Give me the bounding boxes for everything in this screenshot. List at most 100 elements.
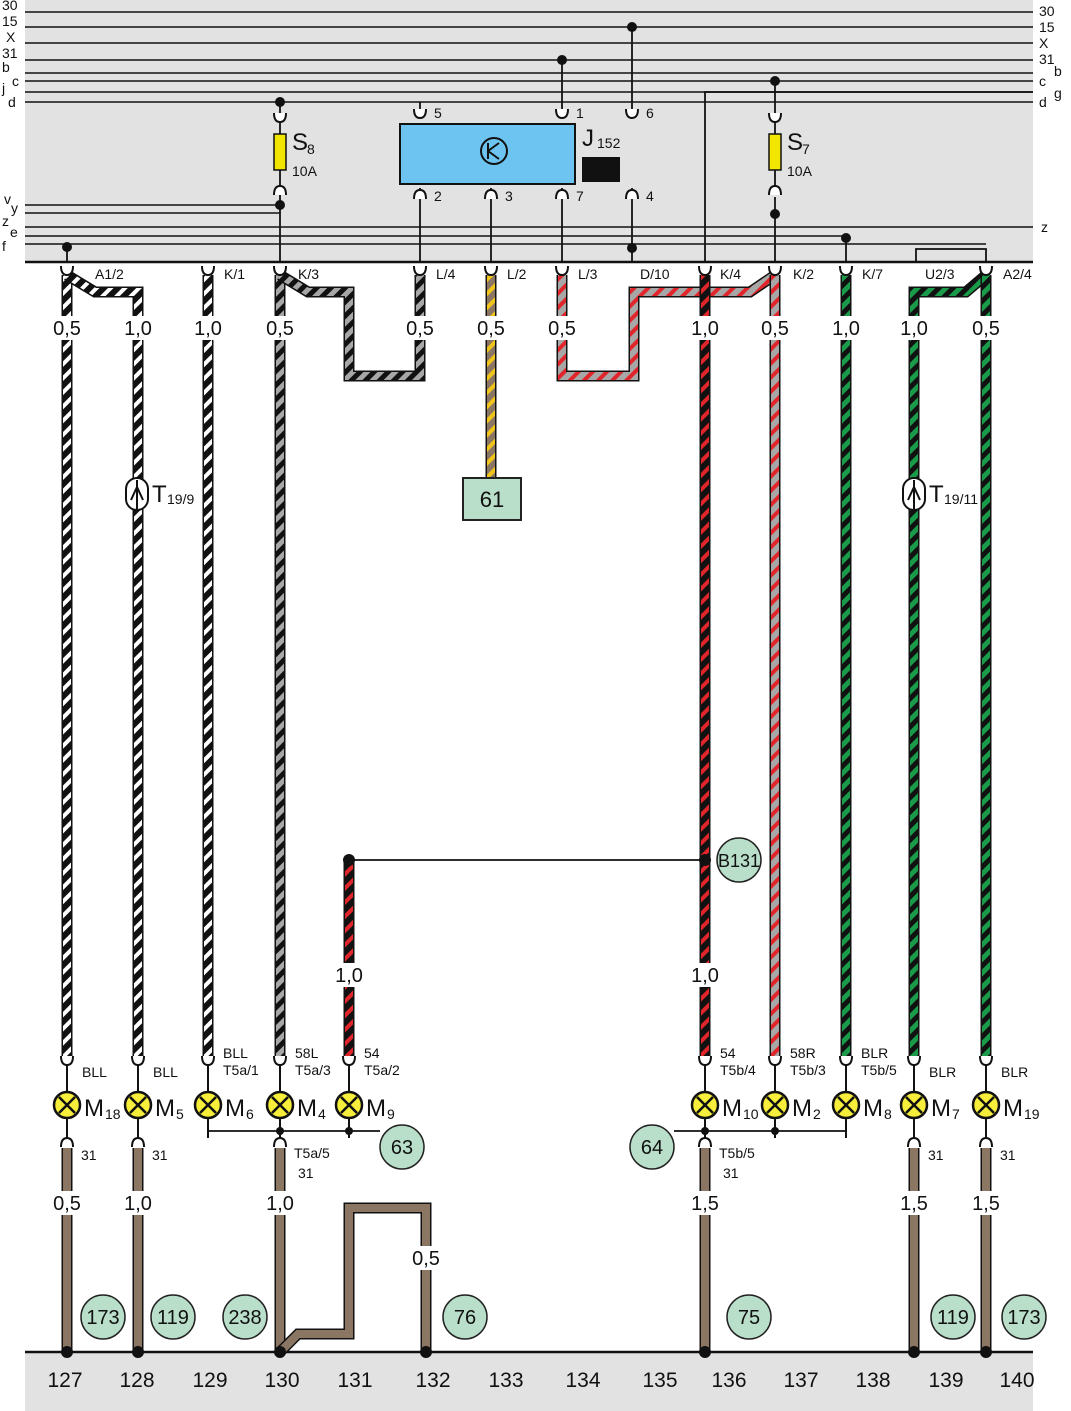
connector-hook: [555, 108, 569, 120]
svg-text:T: T: [929, 481, 944, 508]
lamp-name-2: M: [225, 1095, 245, 1122]
wire-gauge-9: 1,0: [832, 318, 860, 340]
wire-gauge-2: 1,0: [194, 318, 222, 340]
track-number-129: 129: [192, 1369, 227, 1392]
bus-label-left-11: e: [10, 224, 18, 240]
connector-hook: [555, 265, 569, 277]
lamp-top1-3: 58L: [295, 1045, 319, 1061]
circle-ref-label-3: 119: [157, 1307, 189, 1329]
circle-ref-63[interactable]: [379, 1124, 425, 1170]
track-number-138: 138: [855, 1369, 890, 1392]
connector-top-1: K/1: [224, 266, 245, 282]
wire-gr-l3: [558, 271, 778, 380]
circle-ref-238[interactable]: [222, 1294, 268, 1340]
track-number-136: 136: [711, 1369, 746, 1392]
bottom-panel: [25, 1352, 1033, 1411]
connector-top-0: A1/2: [95, 266, 124, 282]
track-number-139: 139: [928, 1369, 963, 1392]
relay-pin-2: 2: [434, 188, 442, 204]
lamp-top1-2: BLL: [223, 1045, 248, 1061]
track-number-128: 128: [119, 1369, 154, 1392]
relay-name: J: [582, 125, 594, 152]
lamp-sub-4: 9: [387, 1106, 395, 1122]
lamp-bot1-0: 31: [81, 1147, 97, 1163]
wire-gauge-17: 0,5: [412, 1248, 440, 1270]
wire-gauge-1: 1,0: [124, 318, 152, 340]
connector-hook: [273, 1055, 287, 1067]
connector-hook: [907, 1055, 921, 1067]
connector-hook: [413, 108, 427, 120]
wire-gauge-12: 1,0: [335, 965, 363, 987]
lamp-top1-8: BLR: [929, 1064, 956, 1080]
reference-box-61[interactable]: 61: [462, 477, 522, 521]
connector-t19-11[interactable]: T 19/11: [902, 477, 978, 511]
bus-label-right-5: c: [1039, 73, 1046, 89]
lamp-bot1-1: 31: [152, 1147, 168, 1163]
relay-sub: 152: [597, 135, 621, 151]
circle-ref-76[interactable]: [442, 1294, 488, 1340]
relay-pin-7: 7: [576, 188, 584, 204]
wire-gauge-11: 0,5: [972, 318, 1000, 340]
lamp-top1-0: BLL: [82, 1064, 107, 1080]
lamp-top1-1: BLL: [153, 1064, 178, 1080]
relay-j152[interactable]: J 152 9: [399, 123, 621, 185]
circle-ref-label-2: 173: [86, 1307, 119, 1329]
lamp-top1-9: BLR: [1001, 1064, 1028, 1080]
connector-top-8: K/2: [793, 266, 814, 282]
lamp-bot1-5: T5b/5: [719, 1145, 755, 1161]
connector-top-3: L/4: [436, 266, 456, 282]
b131-reference[interactable]: B131: [343, 837, 762, 883]
bus-label-right-8: z: [1041, 219, 1048, 235]
wire-gauge-3: 0,5: [266, 318, 294, 340]
lamp-top2-7: T5b/5: [861, 1062, 897, 1078]
connector-hook: [555, 188, 569, 200]
track-number-133: 133: [488, 1369, 523, 1392]
circle-ref-64[interactable]: [629, 1124, 675, 1170]
circle-ref-173[interactable]: [1001, 1294, 1047, 1340]
lamp-bot1-9: 31: [1000, 1147, 1016, 1163]
wire-gauge-7: 1,0: [691, 318, 719, 340]
connector-t19-9[interactable]: T 19/9: [125, 477, 194, 511]
connector-hook: [698, 265, 712, 277]
circle-ref-75[interactable]: [726, 1294, 772, 1340]
connector-hook: [625, 108, 639, 120]
bus-label-right-6: g: [1054, 85, 1062, 101]
lamp-top2-6: T5b/3: [790, 1062, 826, 1078]
fuse-name-1: S: [787, 129, 803, 156]
bus-label-left-4: b: [2, 59, 10, 75]
connector-top-4: L/2: [507, 266, 527, 282]
relay-pin-3: 3: [505, 188, 513, 204]
connector-top-10: U2/3: [925, 266, 955, 282]
lamp-sub-6: 2: [813, 1106, 821, 1122]
bus-label-left-5: c: [12, 73, 19, 89]
circle-ref-119[interactable]: [150, 1294, 196, 1340]
wire-gauge-4: 0,5: [406, 318, 434, 340]
circle-ref-173[interactable]: [80, 1294, 126, 1340]
connector-hook: [979, 1136, 993, 1148]
bus-label-left-10: z: [2, 213, 9, 229]
connector-hook: [907, 1136, 921, 1148]
lamp-top1-5: 54: [720, 1045, 736, 1061]
connector-hook: [839, 1055, 853, 1067]
connector-top-11: A2/4: [1003, 266, 1032, 282]
fuse-sub-1: 7: [802, 141, 810, 157]
connector-hook: [273, 112, 287, 124]
circle-ref-119[interactable]: [930, 1294, 976, 1340]
